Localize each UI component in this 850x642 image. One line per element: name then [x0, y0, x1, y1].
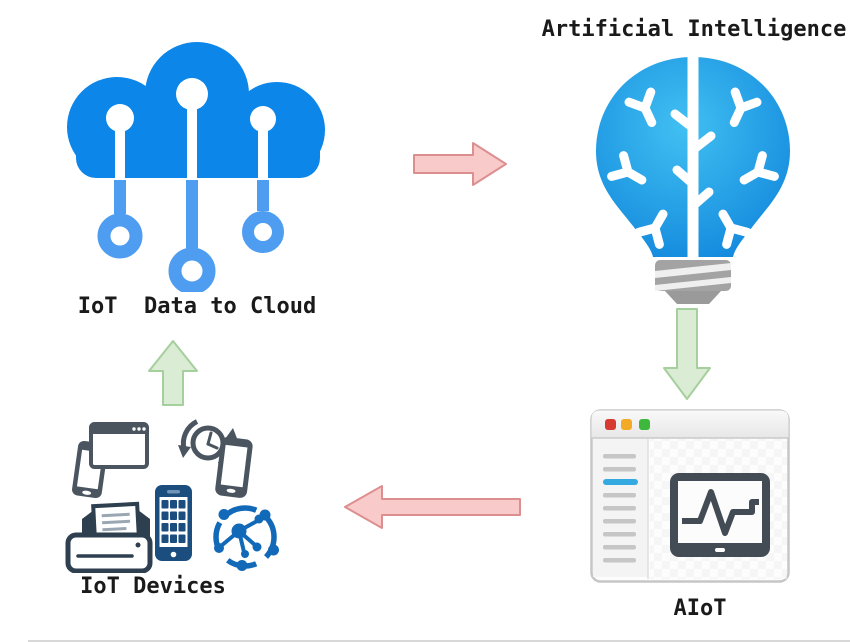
arrow-right-icon	[413, 142, 507, 186]
iot-devices-node	[58, 415, 288, 573]
ai-node-label: Artificial Intelligence	[541, 17, 847, 42]
sidebar-selected-line	[603, 479, 638, 485]
aiot-monitor-window-icon	[590, 409, 790, 583]
devices-node-label: IoT Devices	[80, 574, 226, 599]
ai-node	[595, 52, 791, 308]
printer-icon	[65, 501, 153, 573]
arrow-cloud-to-ai	[413, 140, 509, 188]
arrow-aiot-to-devices	[342, 483, 522, 531]
arrow-devices-to-cloud	[147, 339, 199, 407]
close-traffic-light-icon	[605, 419, 616, 430]
browser-window-icon	[89, 422, 149, 469]
pulse-monitor-icon	[670, 473, 770, 557]
arrow-up-icon	[148, 340, 198, 406]
zoom-traffic-light-icon	[639, 419, 650, 430]
keypad-phone-icon	[155, 485, 192, 561]
smartphone-icon	[215, 437, 253, 498]
aiot-node	[590, 409, 790, 583]
iot-cloud-circuit-icon	[67, 42, 325, 292]
network-hub-icon	[213, 505, 279, 571]
iot-cloud-node	[62, 30, 332, 292]
arrow-down-icon	[663, 308, 711, 400]
minimize-traffic-light-icon	[621, 419, 632, 430]
iot-devices-cluster-icon	[65, 419, 279, 573]
cloud-node-label: IoT Data to Cloud	[77, 294, 317, 319]
arrow-left-icon	[344, 485, 521, 529]
arrow-ai-to-aiot	[661, 308, 713, 401]
sidebar-list-lines	[603, 454, 636, 563]
ai-brain-bulb-icon	[596, 52, 790, 304]
aiot-node-label: AIoT	[673, 596, 727, 621]
